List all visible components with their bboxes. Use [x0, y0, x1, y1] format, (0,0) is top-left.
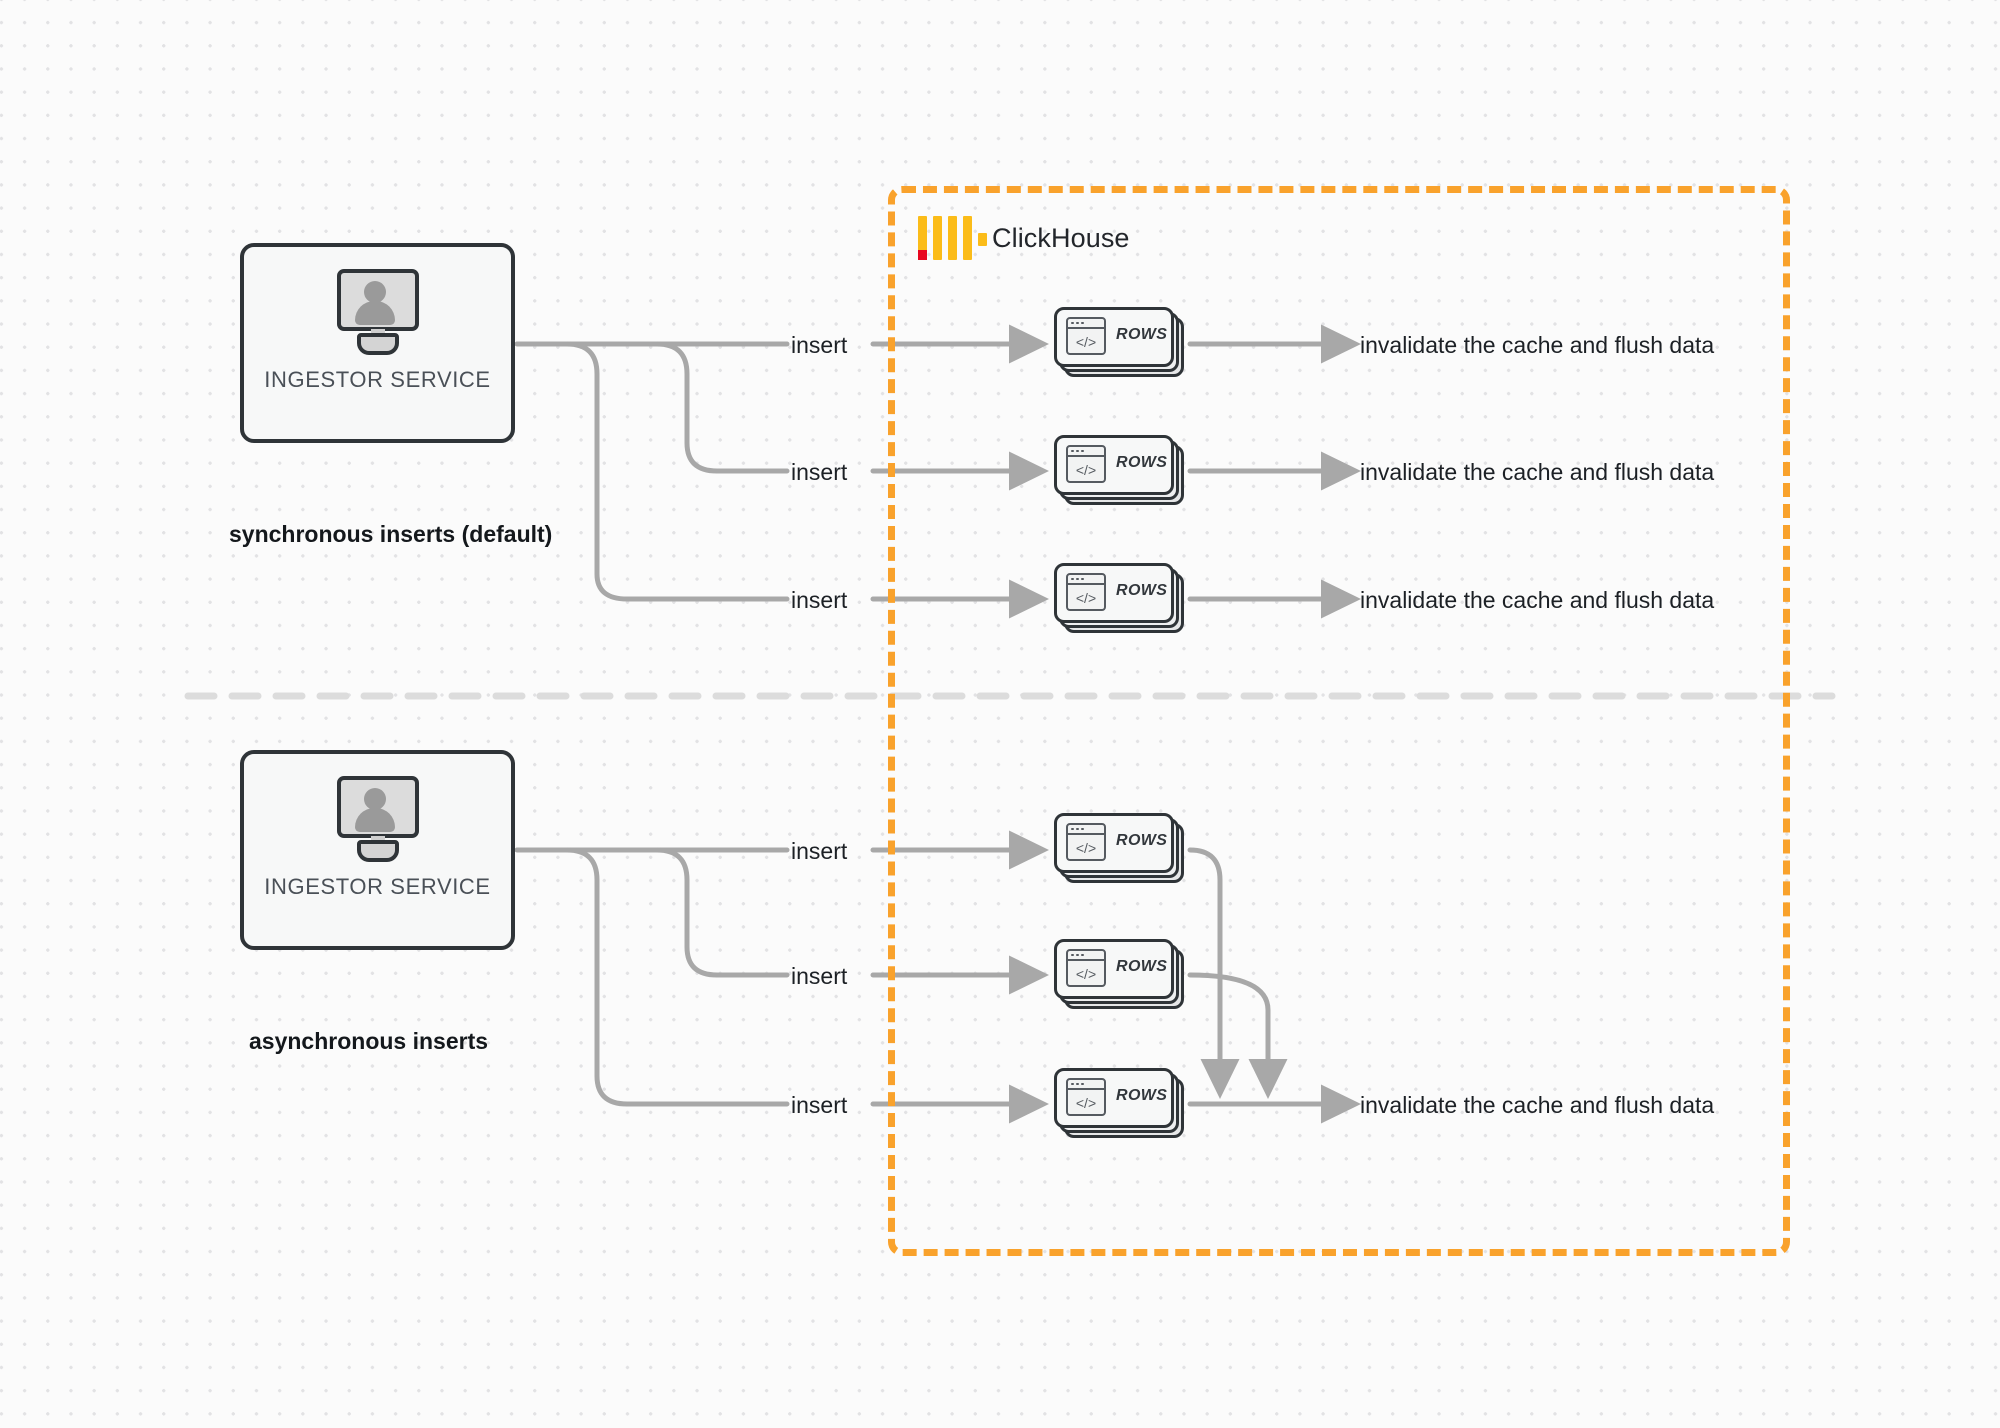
ingestor-service-label: INGESTOR SERVICE	[264, 874, 491, 899]
rows-node-label: ROWS	[1116, 454, 1168, 471]
clickhouse-header: ClickHouse	[918, 216, 1130, 260]
code-window-icon: </>	[1066, 1078, 1106, 1116]
rows-node-sync-2[interactable]: </> ROWS	[1054, 435, 1184, 505]
insert-label-sync-1: insert	[791, 332, 848, 358]
code-window-icon: </>	[1066, 317, 1106, 355]
ingestor-service-label: INGESTOR SERVICE	[264, 367, 491, 392]
mode-label-synchronous: synchronous inserts (default)	[229, 521, 553, 547]
insert-label-sync-3: insert	[791, 587, 848, 613]
flush-label-sync-1: invalidate the cache and flush data	[1360, 332, 1715, 358]
monitor-user-icon	[329, 269, 427, 357]
flush-label-sync-3: invalidate the cache and flush data	[1360, 587, 1715, 613]
clickhouse-logo	[918, 216, 987, 260]
insert-label-async-2: insert	[791, 963, 848, 989]
rows-node-async-2[interactable]: </> ROWS	[1054, 939, 1184, 1009]
rows-node-async-3[interactable]: </> ROWS	[1054, 1068, 1184, 1138]
clickhouse-container	[888, 186, 1790, 1256]
clickhouse-title: ClickHouse	[992, 222, 1130, 253]
rows-node-label: ROWS	[1116, 832, 1168, 849]
rows-node-label: ROWS	[1116, 958, 1168, 975]
ingestor-service-async[interactable]: INGESTOR SERVICE	[240, 750, 515, 950]
code-window-icon: </>	[1066, 823, 1106, 861]
insert-label-async-1: insert	[791, 838, 848, 864]
rows-node-label: ROWS	[1116, 326, 1168, 343]
rows-node-sync-3[interactable]: </> ROWS	[1054, 563, 1184, 633]
rows-node-label: ROWS	[1116, 582, 1168, 599]
ingestor-service-sync[interactable]: INGESTOR SERVICE	[240, 243, 515, 443]
monitor-user-icon	[329, 776, 427, 864]
rows-node-label: ROWS	[1116, 1087, 1168, 1104]
code-window-icon: </>	[1066, 949, 1106, 987]
code-window-icon: </>	[1066, 573, 1106, 611]
rows-node-async-1[interactable]: </> ROWS	[1054, 813, 1184, 883]
mode-label-asynchronous: asynchronous inserts	[249, 1028, 489, 1054]
insert-label-sync-2: insert	[791, 459, 848, 485]
insert-label-async-3: insert	[791, 1092, 848, 1118]
rows-node-sync-1[interactable]: </> ROWS	[1054, 307, 1184, 377]
flush-label-sync-2: invalidate the cache and flush data	[1360, 459, 1715, 485]
flush-label-async: invalidate the cache and flush data	[1360, 1092, 1715, 1118]
code-window-icon: </>	[1066, 445, 1106, 483]
